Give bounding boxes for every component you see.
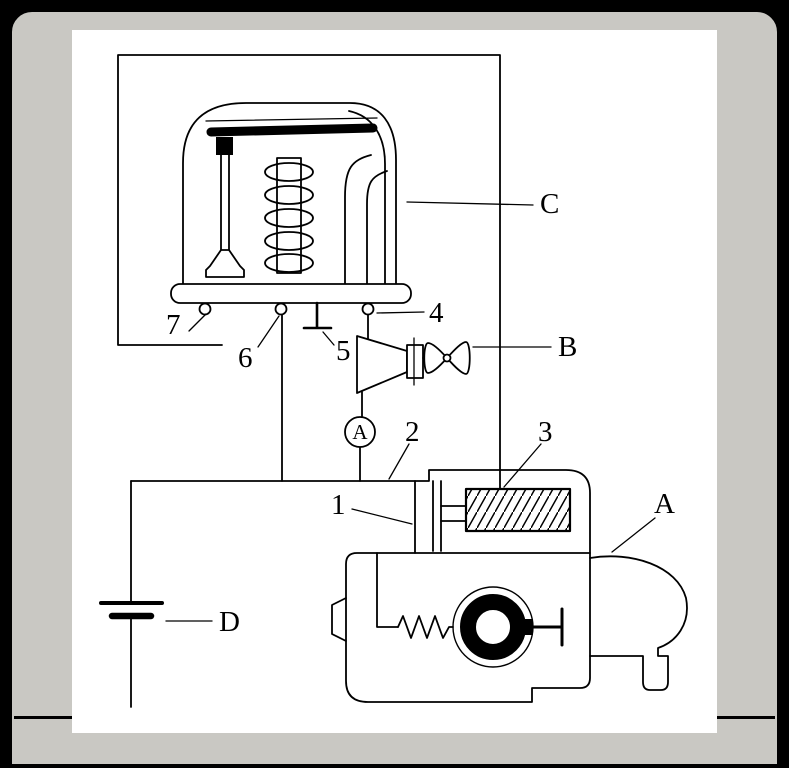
dome-inner-wall: [348, 110, 386, 294]
label-3: 3: [538, 416, 553, 448]
leader-5: [322, 331, 335, 346]
body-left-lug: [331, 597, 347, 642]
label-6: 6: [238, 342, 253, 374]
callouts: C B 4 5 6 7 2 3 1 A D: [165, 188, 675, 638]
inner-tube-right: [366, 170, 388, 294]
leader-1: [351, 508, 413, 525]
magnet-shoe: [518, 619, 533, 635]
wire-loop: [117, 54, 501, 490]
label-D: D: [219, 606, 240, 638]
leader-A-engine: [611, 517, 656, 553]
label-1: 1: [331, 489, 346, 521]
crankcase-silhouette: [589, 555, 688, 691]
label-7: 7: [166, 309, 181, 341]
base-plate: [170, 283, 412, 304]
spring-coil: [264, 231, 314, 251]
leader-2: [388, 443, 410, 480]
diaphragm-bar: [206, 123, 378, 137]
leader-C: [406, 201, 534, 206]
gauge-letter: A: [352, 420, 368, 444]
flywheel-magnet-ring: [460, 594, 526, 660]
valve-keeper-block: [216, 137, 233, 155]
label-B: B: [558, 331, 577, 363]
inner-tube-left: [344, 154, 372, 294]
carburetor-box: [414, 469, 591, 554]
leader-6: [257, 315, 280, 348]
terminal-4: [361, 302, 375, 316]
gauge: A: [344, 416, 376, 448]
finned-cylinder-block: [464, 487, 572, 533]
tap-cone-body: [356, 335, 408, 394]
wing-handle-hub: [442, 353, 452, 363]
label-4: 4: [429, 297, 444, 329]
engine-system-diagram: A C B 4 5 6 7 2 3: [99, 54, 688, 708]
tap-neck: [406, 344, 424, 379]
dome-top-thin-line: [205, 117, 378, 122]
engine-body: [345, 552, 591, 703]
wing-handle-right: [446, 341, 471, 375]
return-spring: [397, 615, 454, 639]
label-C: C: [540, 188, 559, 220]
high-tension-wire: [117, 54, 501, 490]
label-5: 5: [336, 335, 351, 367]
terminal-6: [274, 302, 288, 316]
engine-assembly: [331, 469, 688, 703]
dome-outline: [182, 102, 397, 294]
scanned-page: { "figure": { "callouts": { "C": "C", "B…: [8, 8, 781, 768]
terminal-7: [198, 302, 212, 316]
leader-7: [188, 313, 207, 332]
leader-4: [376, 311, 425, 314]
spring-coil: [264, 253, 314, 273]
gauge-circle: [344, 416, 376, 448]
spring-guide: [276, 157, 302, 274]
label-2: 2: [405, 416, 420, 448]
tap-valve: [356, 335, 471, 394]
spring-coil: [264, 185, 314, 205]
pump-dome-assembly: [170, 102, 412, 330]
leader-3: [503, 443, 542, 488]
battery: [99, 480, 164, 708]
valve-head: [205, 249, 245, 278]
spring-coil: [264, 208, 314, 228]
inner-feed-line: [376, 552, 399, 628]
wing-handle-left: [423, 342, 448, 374]
label-A-engine: A: [654, 488, 675, 520]
spring-coil: [264, 162, 314, 182]
